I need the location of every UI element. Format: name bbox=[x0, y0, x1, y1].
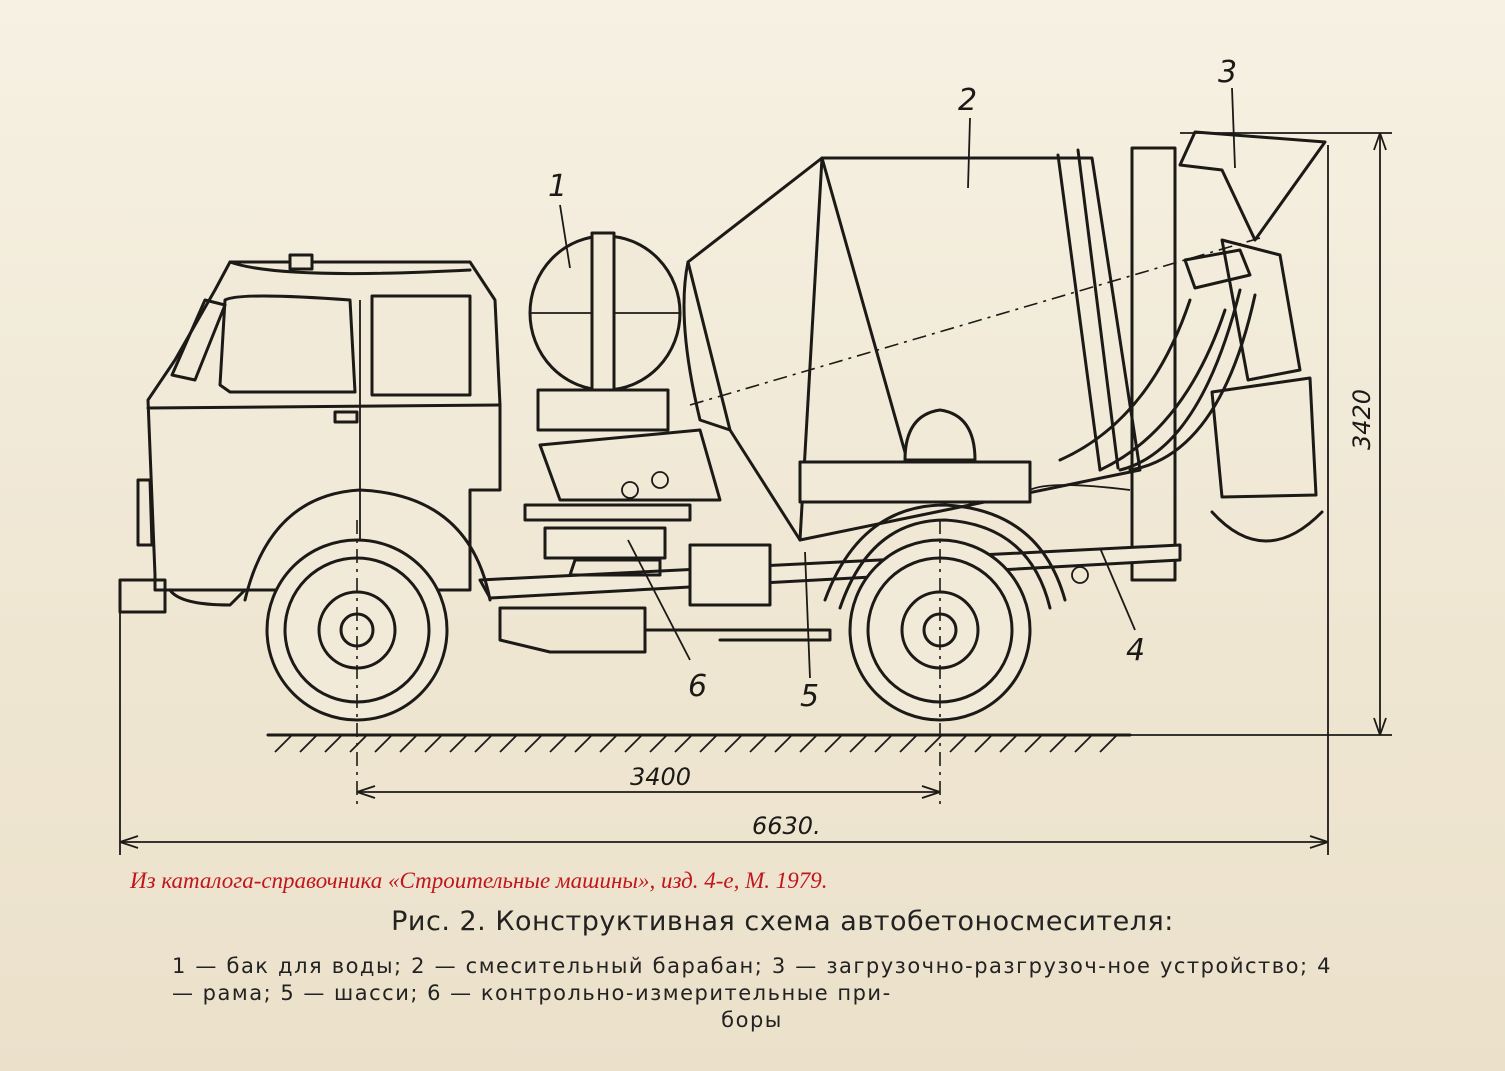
figure-caption: 1 — бак для воды; 2 — смесительный бараб… bbox=[172, 953, 1332, 1034]
figure-title: Рис. 2. Конструктивная схема автобетонос… bbox=[391, 906, 1174, 937]
callout-1: 1 bbox=[548, 169, 567, 204]
dimension-wheelbase bbox=[356, 785, 941, 799]
figure-caption-main: 1 — бак для воды; 2 — смесительный бараб… bbox=[172, 954, 1332, 1005]
callout-4: 4 bbox=[1126, 633, 1145, 668]
rear-wheel bbox=[848, 520, 1032, 810]
callout-3: 3 bbox=[1218, 55, 1237, 90]
water-tank bbox=[528, 231, 682, 432]
dimension-length-label: 6630. bbox=[752, 812, 821, 840]
dimension-height bbox=[1130, 132, 1392, 736]
callout-2: 2 bbox=[958, 83, 977, 118]
dimension-length bbox=[119, 145, 1329, 855]
dimension-height-label: 3420 bbox=[1348, 389, 1376, 450]
rear-frame bbox=[823, 503, 1089, 610]
figure-caption-last-line: боры bbox=[721, 1008, 783, 1032]
chassis-frame bbox=[478, 408, 1182, 654]
truck-cab bbox=[118, 253, 502, 614]
leader-lines bbox=[559, 87, 1236, 679]
source-note: Из каталога-справочника «Строительные ма… bbox=[130, 868, 828, 893]
callout-6: 6 bbox=[688, 669, 707, 704]
callout-5: 5 bbox=[800, 679, 819, 714]
dimension-wheelbase-label: 3400 bbox=[630, 763, 691, 791]
loading-unloading-device bbox=[1058, 130, 1327, 582]
front-wheel bbox=[243, 488, 492, 810]
ground-line bbox=[266, 733, 1132, 753]
